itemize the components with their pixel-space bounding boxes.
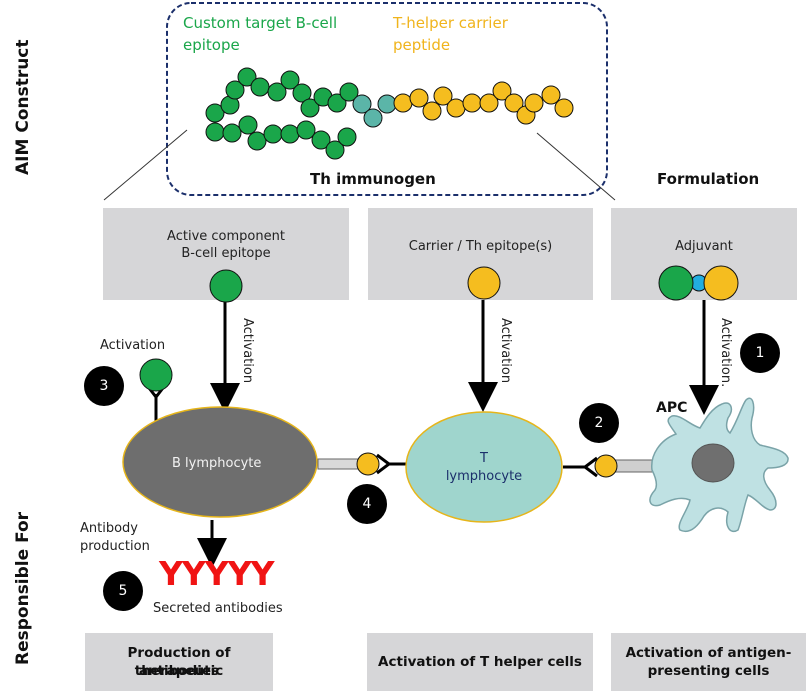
carrier-bead [393,93,413,113]
carrier-bead [524,93,544,113]
t-lymphocyte-label-line2: lymphocyte [445,469,523,484]
component-b-line1: Active component [167,229,285,244]
b-mhc-stalk [317,458,359,470]
b-epitope-bead [311,130,331,150]
step-5-badge: 5 [103,571,143,611]
activation-label-apc: Activation. [718,318,733,388]
outcome-antibodies-line1: Production of therapeutic [127,645,231,679]
b-epitope-bead [325,140,345,160]
carrier-bead [554,98,574,118]
linker-bead [363,108,383,128]
apc-mhc-peptide [594,454,618,478]
b-epitope-bead [225,80,245,100]
b-epitope-bead [292,83,312,103]
carrier-bead [479,93,499,113]
connector-line-left [103,129,188,201]
b-epitope-bead [250,77,270,97]
outcome-apc-line1: Activation of antigen- [625,645,792,661]
component-box-adjuvant: Adjuvant [611,208,797,300]
b-epitope-bead [237,67,257,87]
carrier-bead [462,93,482,113]
apc-mhc-stalk [612,459,654,473]
activation-label-t: Activation [498,318,513,384]
b-epitope-bead [205,122,225,142]
b-epitope-bead [222,123,242,143]
antibodies-glyph: YYYYY [159,554,274,593]
b-epitope-bead [327,93,347,113]
step-3-badge: 3 [84,366,124,406]
carrier-title-line2: peptide [393,36,451,54]
outcome-box-antibodies: Production of therapeutic antibodies [85,633,273,691]
apc-nucleus [691,443,735,483]
apc-label: APC [656,400,688,416]
b-epitope-bead [280,124,300,144]
outcome-antibodies-line2: antibodies [138,663,220,679]
b-epitope-bead [337,127,357,147]
activation-label-b: Activation [240,318,255,384]
secreted-antibodies-label: Secreted antibodies [153,601,283,616]
th-immunogen-title: Th immunogen [310,170,436,188]
b-epitope-bead [263,124,283,144]
step-4-badge: 4 [347,484,387,524]
antibody-production-line2: production [80,539,150,554]
activation-label-receptor: Activation [100,338,166,353]
step-2-badge: 2 [579,403,619,443]
t-lymphocyte[interactable] [405,411,563,523]
linker-bead [352,94,372,114]
t-receptor-left [376,453,410,475]
b-lymphocyte-label: B lymphocyte [172,456,262,471]
b-epitope-bead [205,103,225,123]
outcome-apc-line2: presenting cells [647,663,770,679]
t-receptor-right [563,456,598,478]
carrier-bead [409,88,429,108]
b-epitope-bead [339,82,359,102]
b-epitope-bead [267,82,287,102]
b-epitope-title-line2: epitope [183,36,240,54]
outcome-box-t-helper: Activation of T helper cells [367,633,593,691]
carrier-bead [504,93,524,113]
carrier-bead [433,86,453,106]
b-lymphocyte[interactable] [122,406,318,518]
b-epitope-bead [280,70,300,90]
linker-bead [377,94,397,114]
b-epitope-bound [139,358,173,392]
step-1-badge: 1 [740,333,780,373]
carrier-bead [492,81,512,101]
carrier-bead [541,85,561,105]
carrier-bead [446,98,466,118]
b-mhc-peptide [356,452,380,476]
b-epitope-title-line1: Custom target B-cell [183,14,338,32]
antibody-production-label: Antibody production [80,520,150,556]
b-epitope-bead [296,120,316,140]
b-epitope-bead [300,98,320,118]
peptide-chain [205,67,574,160]
carrier-title-line1: T-helper carrier [393,14,508,32]
b-epitope-bead [238,115,258,135]
th-immunogen-frame [166,2,608,196]
t-lymphocyte-label: T lymphocyte [444,450,524,486]
b-epitope-title: Custom target B-cell epitope [183,12,337,56]
b-epitope-bead [247,131,267,151]
component-b-line2: B-cell epitope [181,246,271,261]
antibody-production-line1: Antibody [80,521,138,536]
outcome-box-apc: Activation of antigen- presenting cells [611,633,806,691]
carrier-title: T-helper carrier peptide [393,12,508,56]
component-box-carrier: Carrier / Th epitope(s) [368,208,593,300]
component-adjuvant-label: Adjuvant [675,239,733,254]
formulation-title: Formulation [657,170,760,188]
t-lymphocyte-label-line1: T [480,451,488,466]
connector-line-right [536,132,616,201]
carrier-bead [422,101,442,121]
outcome-t-helper-label: Activation of T helper cells [378,654,582,670]
component-carrier-label: Carrier / Th epitope(s) [408,239,553,254]
component-box-b-epitope: Active component B-cell epitope [103,208,349,300]
